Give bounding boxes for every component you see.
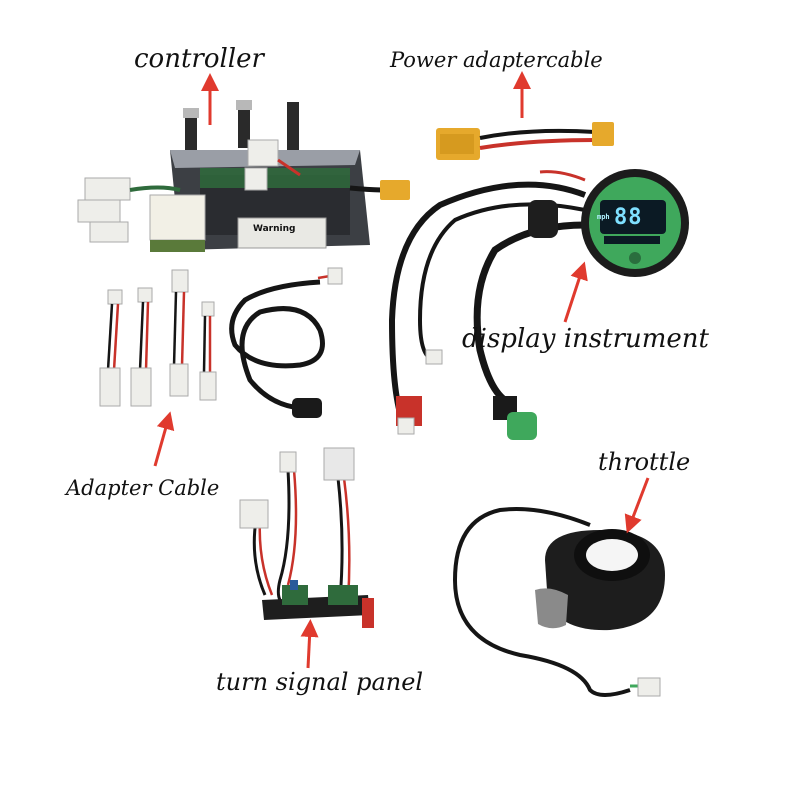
- caption-turn-signal-panel: turn signal panel: [216, 668, 424, 696]
- arrow-display: [563, 261, 588, 323]
- throttle-unit: [452, 507, 665, 697]
- caption-display-instrument: display instrument: [462, 324, 709, 354]
- caption-throttle: throttle: [598, 448, 691, 476]
- display-instrument: [388, 169, 689, 440]
- controller-unit: [77, 100, 410, 252]
- callout-arrows: [153, 71, 650, 669]
- caption-power-adapter-cable: Power adaptercable: [390, 48, 603, 72]
- adapter-cables: [99, 267, 343, 418]
- controller-warning-label: Warning: [253, 224, 296, 234]
- turn-signal-panel: [239, 447, 374, 628]
- arrow-throttle: [624, 477, 650, 534]
- caption-controller: controller: [134, 44, 264, 74]
- arrow-turn-signal: [300, 619, 319, 669]
- arrow-adapter-cable: [153, 411, 175, 467]
- caption-adapter-cable: Adapter Cable: [66, 476, 220, 500]
- power-adapter-cable: [436, 122, 614, 160]
- display-unit-readout: mph: [597, 213, 610, 221]
- display-speed-readout: 88: [614, 205, 643, 230]
